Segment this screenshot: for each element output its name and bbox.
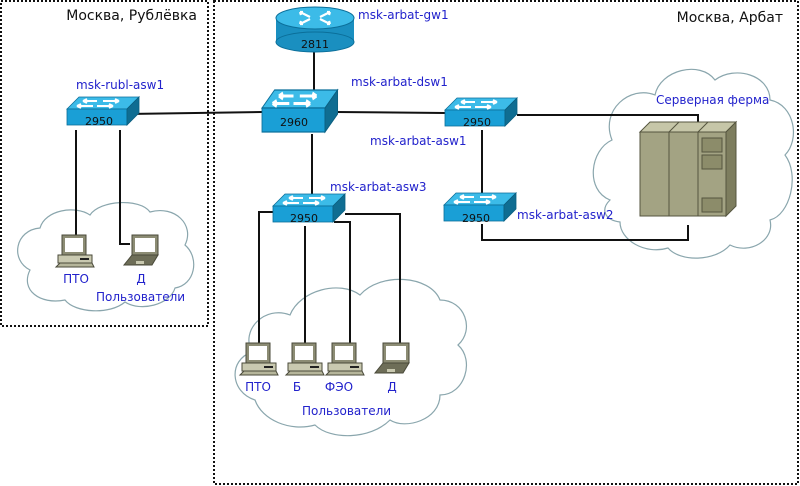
link-asw3-feo — [334, 221, 351, 345]
zone-frame-arbat — [213, 0, 799, 485]
server-farm[interactable] — [638, 120, 738, 218]
switch-model-dsw1: 2960 — [280, 116, 308, 129]
hostname-dsw1: msk-arbat-dsw1 — [351, 75, 448, 89]
link-asw3-d — [345, 213, 401, 345]
link-dsw1-asw1 — [335, 111, 446, 114]
zone-title-rubl: Москва, Рублёвка — [66, 8, 197, 24]
hostname-rubl-asw1: msk-rubl-asw1 — [76, 78, 164, 92]
server-farm-label: Серверная ферма — [656, 93, 769, 107]
switch-model-asw3: 2950 — [290, 212, 318, 225]
switch-model-asw2: 2950 — [462, 212, 490, 225]
link-rubl-d — [119, 130, 130, 245]
router-gw1[interactable]: 2811 — [275, 6, 355, 53]
cloud-rubl-users — [17, 201, 195, 312]
host-label-rubl-d: Д — [136, 272, 145, 286]
host-label-rubl-pto: ПТО — [63, 272, 89, 286]
host-label-arbat-b: Б — [293, 380, 301, 394]
rubl-users-label: Пользователи — [96, 290, 185, 304]
host-label-arbat-feo: ФЭО — [325, 380, 353, 394]
router-arrows-icon — [298, 10, 311, 18]
hostname-asw3: msk-arbat-asw3 — [330, 180, 427, 194]
host-label-arbat-pto: ПТО — [245, 380, 271, 394]
router-model: 2811 — [301, 38, 329, 51]
arbat-users-label: Пользователи — [302, 404, 391, 418]
hostname-asw2: msk-arbat-asw2 — [517, 208, 614, 222]
link-rubl-dsw1 — [125, 111, 263, 115]
switch-model-asw1: 2950 — [463, 116, 491, 129]
hostname-asw1: msk-arbat-asw1 — [370, 134, 467, 148]
link-asw3-pto — [258, 211, 273, 345]
link-asw1-server — [517, 114, 699, 122]
switch-model-rubl: 2950 — [85, 115, 113, 128]
zone-frame-rubl — [0, 0, 209, 327]
host-label-arbat-d: Д — [387, 380, 396, 394]
links — [75, 48, 699, 345]
link-asw2-server — [481, 224, 689, 241]
zone-title-arbat: Москва, Арбат — [677, 10, 783, 26]
hostname-gw1: msk-arbat-gw1 — [358, 8, 449, 22]
